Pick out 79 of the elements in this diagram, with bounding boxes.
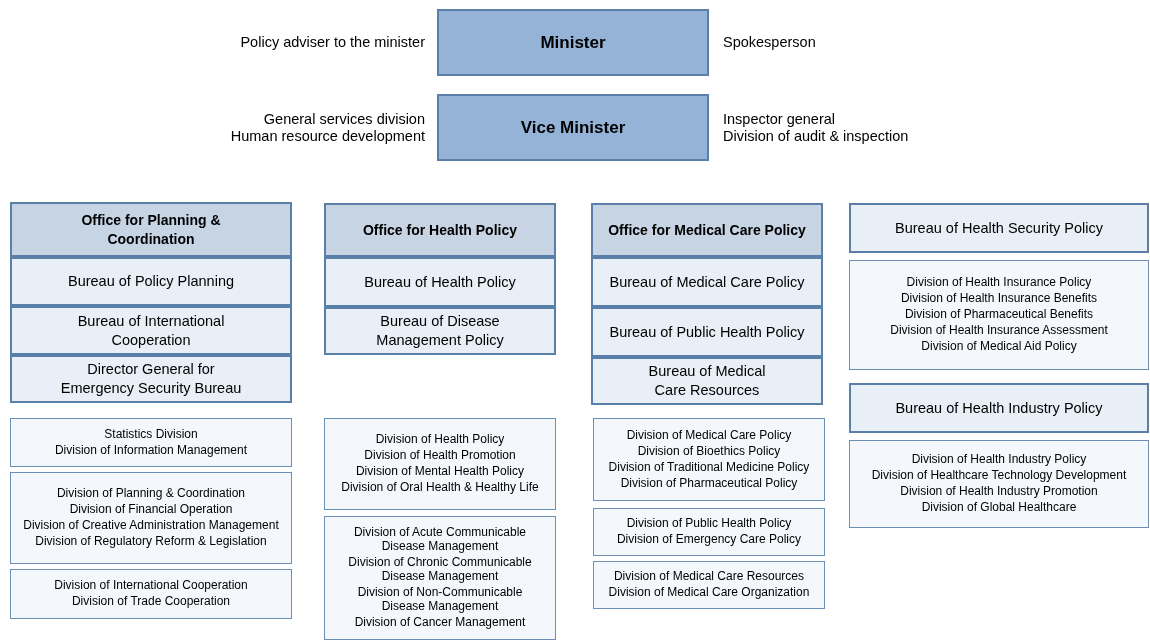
unit-name: Director General for Emergency Security Bureau [59,360,243,398]
unit-name: Bureau of International Cooperation [76,311,226,350]
unit-name: Office for Planning & Coordination [80,210,222,249]
division-name: Statistics Division [104,426,198,441]
division-name: Division of Emergency Care Policy [616,532,802,546]
division-name: Division of Financial Operation [69,502,233,516]
division-name: Division of Health Industry Policy [911,452,1087,466]
division-list-box [324,418,556,510]
bureau-box [849,383,1149,433]
unit-name: Bureau of Health Policy [364,272,516,292]
unit-name: Bureau of Health Industry Policy [895,398,1103,418]
unit-name: Bureau of Disease Management Policy [375,312,505,350]
side-text: General services division [263,110,425,128]
unit-name: Bureau of Health Security Policy [895,218,1103,238]
bureau-box [10,306,292,355]
minister-box [437,9,709,76]
division-name: Division of Information Management [54,442,248,457]
side-text: Division of audit & inspection [723,127,909,145]
division-list-box [593,508,825,556]
division-name: Division of Bioethics Policy [637,443,781,458]
office-header-box [324,203,556,257]
bureau-box [10,257,292,306]
division-name: Division of Healthcare Technology Development [871,468,1127,482]
division-name: Division of Medical Care Policy [626,427,792,442]
unit-name: Bureau of Public Health Policy [609,322,805,342]
division-name: Division of Non-Communicable Disease Management [356,585,524,613]
side-text: Policy adviser to the minister [240,34,425,51]
division-list-box [593,418,825,501]
division-name: Division of International Cooperation [54,578,248,592]
division-name: Division of Health Industry Promotion [900,484,1098,498]
minister-box [437,94,709,161]
bureau-box [591,357,823,405]
division-name: Division of Medical Care Resources [613,569,805,583]
office-header-box [10,202,292,257]
division-list-box [10,472,292,564]
division-name: Division of Planning & Coordination [56,486,246,500]
unit-name: Office for Health Policy [362,220,517,240]
division-name: Division of Health Insurance Policy [906,275,1092,289]
unit-name: Office for Medical Care Policy [608,220,806,240]
division-name: Division of Chronic Communicable Disease Management [347,555,533,583]
unit-name: Bureau of Policy Planning [67,272,235,291]
division-name: Division of Health Insurance Assessment [890,323,1108,337]
division-name: Division of Pharmaceutical Benefits [904,307,1094,321]
office-header-box [591,203,823,257]
side-text: Spokesperson [723,34,816,51]
unit-name: Vice Minister [520,118,626,137]
division-name: Division of Acute Communicable Disease Management [352,525,528,553]
unit-name: Minister [540,33,606,52]
side-text: Human resource development [230,127,425,145]
bureau-box [324,257,556,307]
division-name: Division of Medical Aid Policy [921,339,1077,353]
division-name: Division of Medical Care Organization [608,585,810,599]
division-list-box [849,260,1149,370]
side-text: Inspector general [723,110,836,128]
division-list-box [849,440,1149,528]
unit-name: Bureau of Medical Care Policy [609,272,805,292]
bureau-box [849,203,1149,253]
bureau-box [591,257,823,307]
division-name: Division of Pharmaceutical Policy [620,475,798,490]
division-name: Division of Regulatory Reform & Legislation [35,534,267,548]
division-name: Division of Health Policy [375,432,505,446]
division-name: Division of Oral Health & Healthy Life [341,480,539,494]
unit-name: Bureau of Medical Care Resources [647,362,767,400]
division-list-box [10,418,292,467]
division-list-box [10,569,292,619]
division-name: Division of Creative Administration Management [23,518,279,532]
division-list-box [324,516,556,640]
division-name: Division of Public Health Policy [626,516,792,530]
division-name: Division of Health Insurance Benefits [900,291,1098,305]
division-name: Division of Trade Cooperation [71,594,231,608]
bureau-box [324,307,556,355]
division-name: Division of Global Healthcare [921,500,1077,514]
division-list-box [593,561,825,609]
bureau-box [10,355,292,403]
division-name: Division of Health Promotion [364,448,516,462]
division-name: Division of Traditional Medicine Policy [608,459,810,474]
division-name: Division of Mental Health Policy [355,464,525,478]
bureau-box [591,307,823,357]
division-name: Division of Cancer Management [354,615,526,629]
